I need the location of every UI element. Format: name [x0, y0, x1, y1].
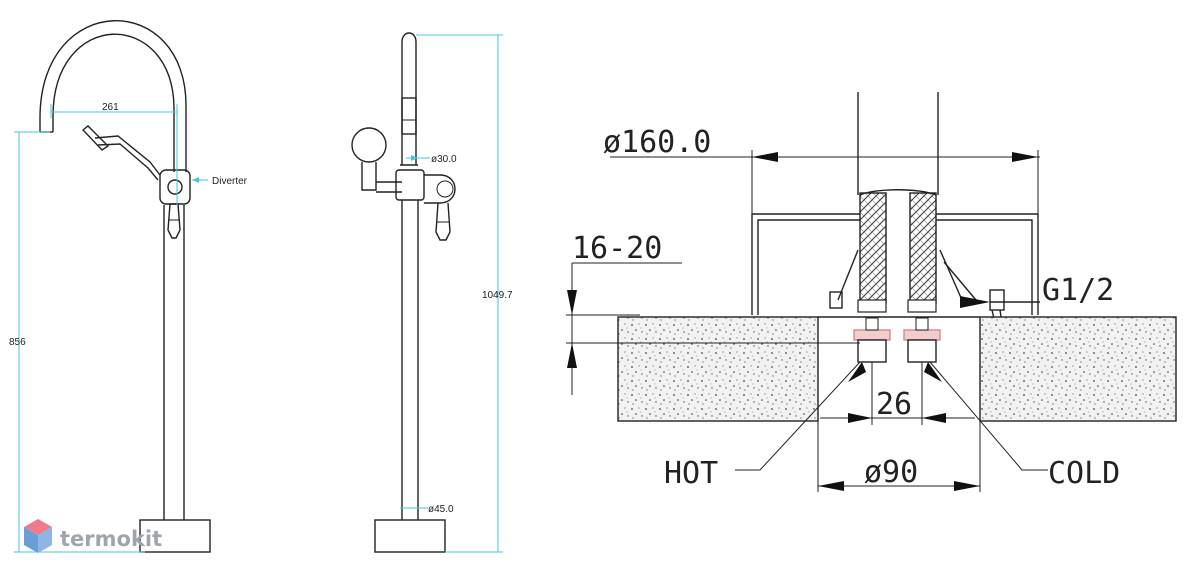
hand-shower-head — [81, 125, 110, 151]
dim-side-height: 1049.7 — [482, 290, 513, 301]
cold-hose — [909, 192, 937, 304]
label-cold: COLD — [1048, 456, 1120, 491]
dim-front-height: 856 — [9, 337, 26, 348]
hot-hose — [859, 192, 887, 304]
side-knob — [351, 127, 387, 163]
base-plate — [139, 519, 211, 553]
hot-seal — [853, 329, 891, 341]
concrete-left — [617, 316, 819, 422]
section-view: ø160.0 16-20 G1/2 26 ø90 HOT COLD — [566, 92, 1177, 492]
handle — [167, 203, 181, 239]
cold-seal — [903, 329, 941, 341]
side-spout — [401, 32, 417, 165]
concrete-right — [979, 316, 1177, 422]
front-view: 261 856 Diverter — [9, 20, 248, 553]
label-diverter: Diverter — [212, 176, 248, 187]
dim-spout-reach: 261 — [102, 102, 119, 113]
flange-cover — [751, 213, 1039, 315]
dim-hole-diameter: ø90 — [864, 455, 918, 490]
dim-flange-diameter: ø160.0 — [603, 125, 711, 160]
watermark-logo: termokit — [24, 519, 162, 553]
dim-base-diameter: ø45.0 — [428, 504, 454, 515]
spout-inner — [52, 33, 175, 172]
diverter-body — [159, 169, 191, 205]
dim-pipe-diameter: ø30.0 — [431, 154, 457, 165]
label-hot: HOT — [664, 456, 718, 491]
spout-outer — [39, 20, 187, 172]
dim-spacing: 26 — [876, 387, 912, 422]
side-view: ø30.0 ø45.0 1049.7 — [351, 32, 513, 553]
watermark-text: termokit — [60, 527, 162, 551]
label-thread: G1/2 — [1042, 273, 1114, 308]
dim-thickness: 16-20 — [572, 231, 662, 266]
side-base — [374, 519, 446, 553]
